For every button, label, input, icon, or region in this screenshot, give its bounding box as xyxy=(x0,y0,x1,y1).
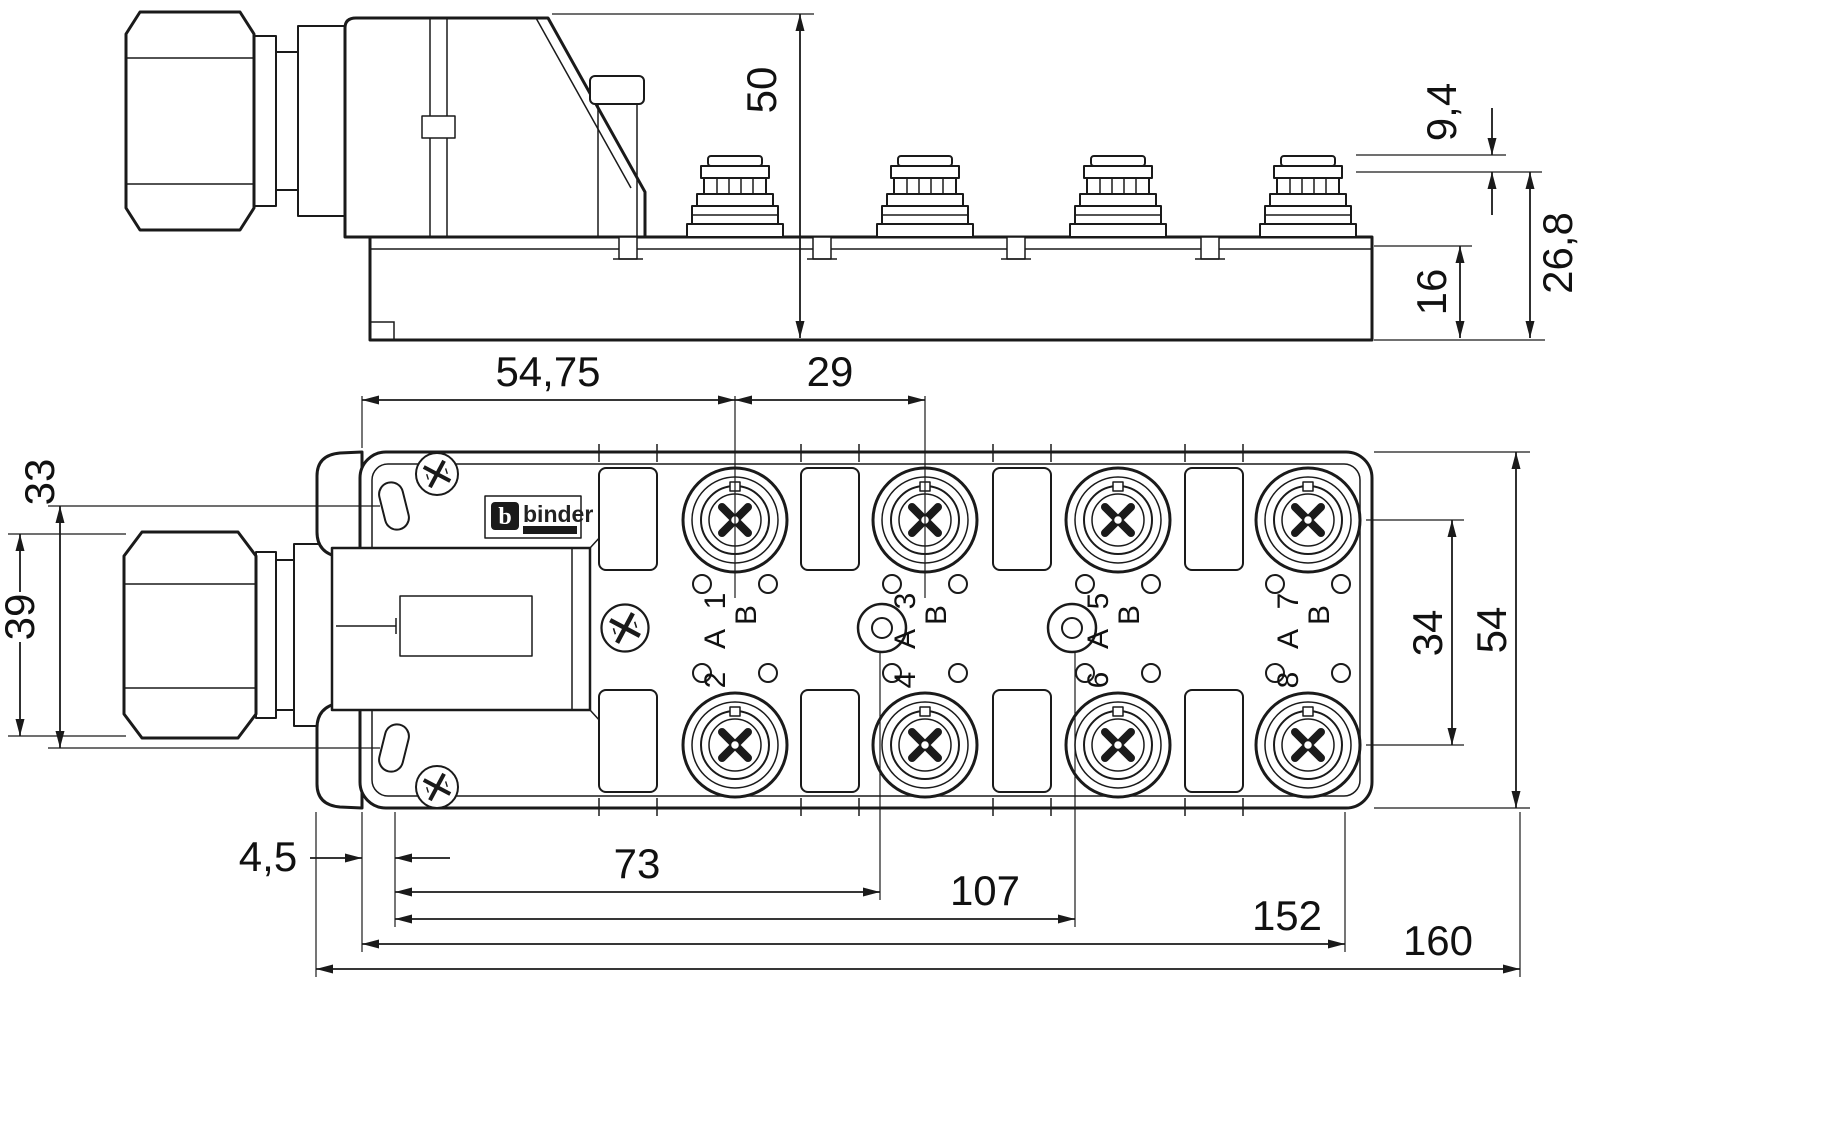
port-5-led-b-label: B xyxy=(1113,605,1146,625)
dim-26-8-label: 26,8 xyxy=(1534,212,1581,294)
dim-4-5-label: 4,5 xyxy=(239,833,297,880)
port-7-led-b-label: B xyxy=(1303,605,1336,625)
port-5-led-a-label: A xyxy=(1082,629,1115,649)
dimension-50: 50 xyxy=(552,13,814,338)
housing-side xyxy=(343,16,647,239)
dim-29-label: 29 xyxy=(807,348,854,395)
binder-logo-mark-box xyxy=(491,502,519,530)
slot-bottom-4 xyxy=(1184,689,1244,793)
dimension-54: 54 xyxy=(1374,451,1530,809)
dimension-29: 29 xyxy=(735,348,926,598)
plan-view-dimensions: 54,75 29 33 39 34 xyxy=(0,348,1530,977)
port-3-number: 3 xyxy=(889,593,922,610)
dim-34-label: 34 xyxy=(1404,610,1451,657)
port-7-led-a-label: A xyxy=(1272,629,1305,649)
dimension-73: 73 xyxy=(395,652,881,900)
edge-ticks xyxy=(598,444,1244,816)
port-6-number: 6 xyxy=(1082,672,1115,689)
port-8-connector xyxy=(1256,693,1360,797)
port-3-led-b-label: B xyxy=(920,605,953,625)
connector-side-2 xyxy=(876,155,974,238)
port-column-4: 7 B A 8 xyxy=(1256,468,1360,797)
vent-detail xyxy=(589,75,645,105)
port-2-number: 2 xyxy=(699,672,732,689)
port-column-2: 3 B A 4 xyxy=(873,468,977,797)
dim-73-label: 73 xyxy=(614,840,661,887)
port-column-3: 5 B A 6 xyxy=(1066,468,1170,797)
dimension-34: 34 xyxy=(1366,519,1464,746)
port-3-led-a-label: A xyxy=(889,629,922,649)
cable-gland-side xyxy=(124,10,346,232)
screw-center xyxy=(601,604,648,651)
port-5-connector xyxy=(1066,468,1170,572)
slot-top-3 xyxy=(992,467,1052,571)
dimension-16: 16 xyxy=(1374,245,1472,338)
port-2-connector xyxy=(683,693,787,797)
dimension-160: 160 xyxy=(316,812,1521,977)
connector-side-4 xyxy=(1259,155,1357,238)
side-view-dimensions: 50 9,4 26,8 16 xyxy=(552,13,1581,341)
binder-logo-tagline-bar xyxy=(523,526,577,534)
port-8-number: 8 xyxy=(1272,672,1305,689)
dimension-33: 33 xyxy=(16,459,380,749)
binder-logo-text: binder xyxy=(523,501,593,527)
port-1-number: 1 xyxy=(699,593,732,610)
base-notch xyxy=(370,321,395,340)
side-view xyxy=(124,10,1374,342)
dimension-152: 152 xyxy=(362,812,1346,952)
center-hole-1 xyxy=(856,602,908,654)
screw-bottom-left xyxy=(414,764,460,810)
binder-logo-mark: b xyxy=(498,504,511,530)
dim-54-label: 54 xyxy=(1468,607,1515,654)
slot-top-4 xyxy=(1184,467,1244,571)
port-4-number: 4 xyxy=(889,672,922,689)
slot-top-1 xyxy=(598,467,658,571)
center-hole-2 xyxy=(1046,602,1098,654)
slot-bottom-1 xyxy=(598,689,658,793)
slot-bottom-3 xyxy=(992,689,1052,793)
mounting-flange-bottom xyxy=(315,697,364,810)
screw-top-left xyxy=(414,451,460,497)
base-plate-side xyxy=(368,235,1374,342)
dim-54-75-label: 54,75 xyxy=(495,348,600,395)
port-7-number: 7 xyxy=(1272,593,1305,610)
port-6-connector xyxy=(1066,693,1170,797)
housing-plan xyxy=(330,523,613,735)
dim-152-label: 152 xyxy=(1252,892,1322,939)
dimension-9-4: 9,4 xyxy=(1356,83,1542,215)
dim-50-label: 50 xyxy=(738,67,785,114)
cable-gland-plan xyxy=(122,530,333,740)
slot-bottom-2 xyxy=(800,689,860,793)
connector-side-3 xyxy=(1069,155,1167,238)
dimension-107: 107 xyxy=(395,652,1076,927)
dim-16-label: 16 xyxy=(1408,269,1455,316)
dimension-39: 39 xyxy=(0,533,126,737)
dimension-54-75: 54,75 xyxy=(361,348,736,598)
dim-33-label: 33 xyxy=(16,459,63,506)
slot-top-2 xyxy=(800,467,860,571)
binder-logo: b binder xyxy=(484,495,593,539)
port-1-led-b-label: B xyxy=(730,605,763,625)
port-4-connector xyxy=(873,693,977,797)
dim-9-4-label: 9,4 xyxy=(1418,83,1465,141)
dimension-4-5: 4,5 xyxy=(239,812,450,977)
port-1-led-a-label: A xyxy=(699,629,732,649)
port-7-connector xyxy=(1256,468,1360,572)
connector-side-1 xyxy=(686,155,784,238)
port-5-number: 5 xyxy=(1082,593,1115,610)
plan-view: b binder 1 B A 2 3 B A 4 xyxy=(122,444,1374,816)
dimension-26-8: 26,8 xyxy=(1374,172,1581,341)
port-column-1: 1 B A 2 xyxy=(683,468,787,797)
dim-39-label: 39 xyxy=(0,594,43,641)
dim-107-label: 107 xyxy=(950,867,1020,914)
dim-160-label: 160 xyxy=(1403,917,1473,964)
